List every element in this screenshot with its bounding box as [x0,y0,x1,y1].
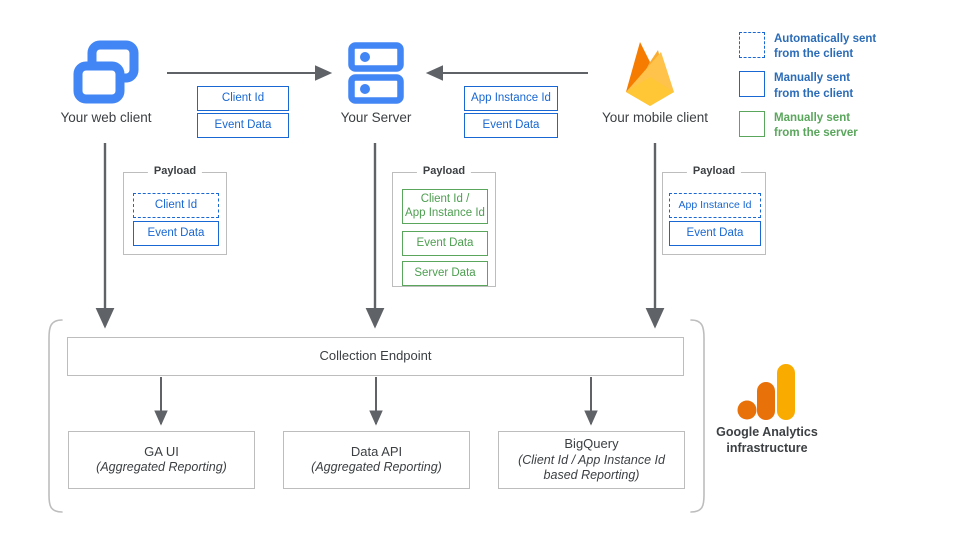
output-data-api-subtitle: (Aggregated Reporting) [311,460,442,475]
legend-auto-client-line2: from the client [774,48,854,61]
collection-endpoint-box: Collection Endpoint [67,337,684,376]
payload-mobile-title: Payload [686,165,742,177]
google-analytics-caption: Google Analytics infrastructure [692,424,842,457]
transfer-tag-event-data-mobile: Event Data [464,113,558,138]
node-server [348,42,404,104]
payload-server-item-id-line2: App Instance Id [405,206,485,219]
transfer-tag-client-id: Client Id [197,86,289,111]
output-data-api-title: Data API [350,444,403,460]
output-box-ga-ui: GA UI (Aggregated Reporting) [68,431,255,489]
legend-manual-server-line2: from the server [774,126,858,139]
server-icon [348,42,404,104]
legend: Automatically sent from the client Manua… [739,32,954,141]
output-ga-ui-subtitle: (Aggregated Reporting) [96,460,227,475]
payload-server-item-event-data: Event Data [402,231,488,256]
payload-server: Payload Client Id / App Instance Id Even… [392,165,496,287]
payload-web: Payload Client Id Event Data [123,165,227,255]
transfer-tag-event-data-web: Event Data [197,113,289,138]
payload-server-item-server-data: Server Data [402,261,488,286]
output-ga-ui-title: GA UI [144,444,179,460]
bracket-right [690,319,705,513]
legend-item-manual-server: Manually sent from the server [739,110,954,141]
firebase-flame-icon [626,42,674,106]
output-bigquery-title: BigQuery [564,436,619,452]
collection-endpoint-label: Collection Endpoint [319,348,432,364]
legend-manual-client-line2: from the client [774,87,854,100]
payload-web-title: Payload [147,165,203,177]
payload-server-item-id-line1: Client Id / [420,193,470,206]
payload-server-item-id: Client Id / App Instance Id [402,189,488,224]
payload-server-title: Payload [416,165,472,177]
output-box-bigquery: BigQuery (Client Id / App Instance Id ba… [498,431,685,489]
output-bigquery-subtitle-line2: based Reporting) [543,468,640,483]
ga-caption-line1: Google Analytics [716,425,818,439]
payload-web-item-client-id: Client Id [133,193,219,218]
transfer-tag-app-instance-id: App Instance Id [464,86,558,111]
bracket-left [48,319,63,513]
google-analytics-icon [737,364,795,420]
payload-web-item-event-data: Event Data [133,221,219,246]
node-mobile-client [614,36,686,110]
legend-swatch-solid-blue-icon [739,71,765,98]
payload-mobile-item-app-instance-id: App Instance Id [669,193,761,218]
google-analytics-logo [736,362,798,424]
output-box-data-api: Data API (Aggregated Reporting) [283,431,470,489]
node-web-client-label: Your web client [60,110,152,125]
legend-swatch-solid-green-icon [739,110,765,137]
legend-item-manual-client: Manually sent from the client [739,71,954,101]
legend-swatch-dashed-blue-icon [739,32,765,58]
legend-item-auto-client: Automatically sent from the client [739,32,954,62]
output-bigquery-subtitle-line1: (Client Id / App Instance Id [518,452,665,467]
node-server-label: Your Server [340,110,412,125]
node-mobile-client-label: Your mobile client [601,110,709,125]
payload-mobile: Payload App Instance Id Event Data [662,165,766,255]
payload-mobile-item-event-data: Event Data [669,221,761,246]
legend-manual-server-line1: Manually sent [774,111,851,124]
node-web-client [72,38,140,106]
legend-manual-client-line1: Manually sent [774,72,851,85]
legend-auto-client-line1: Automatically sent [774,33,877,45]
web-client-icon [73,40,139,104]
ga-caption-line2: infrastructure [726,441,808,456]
